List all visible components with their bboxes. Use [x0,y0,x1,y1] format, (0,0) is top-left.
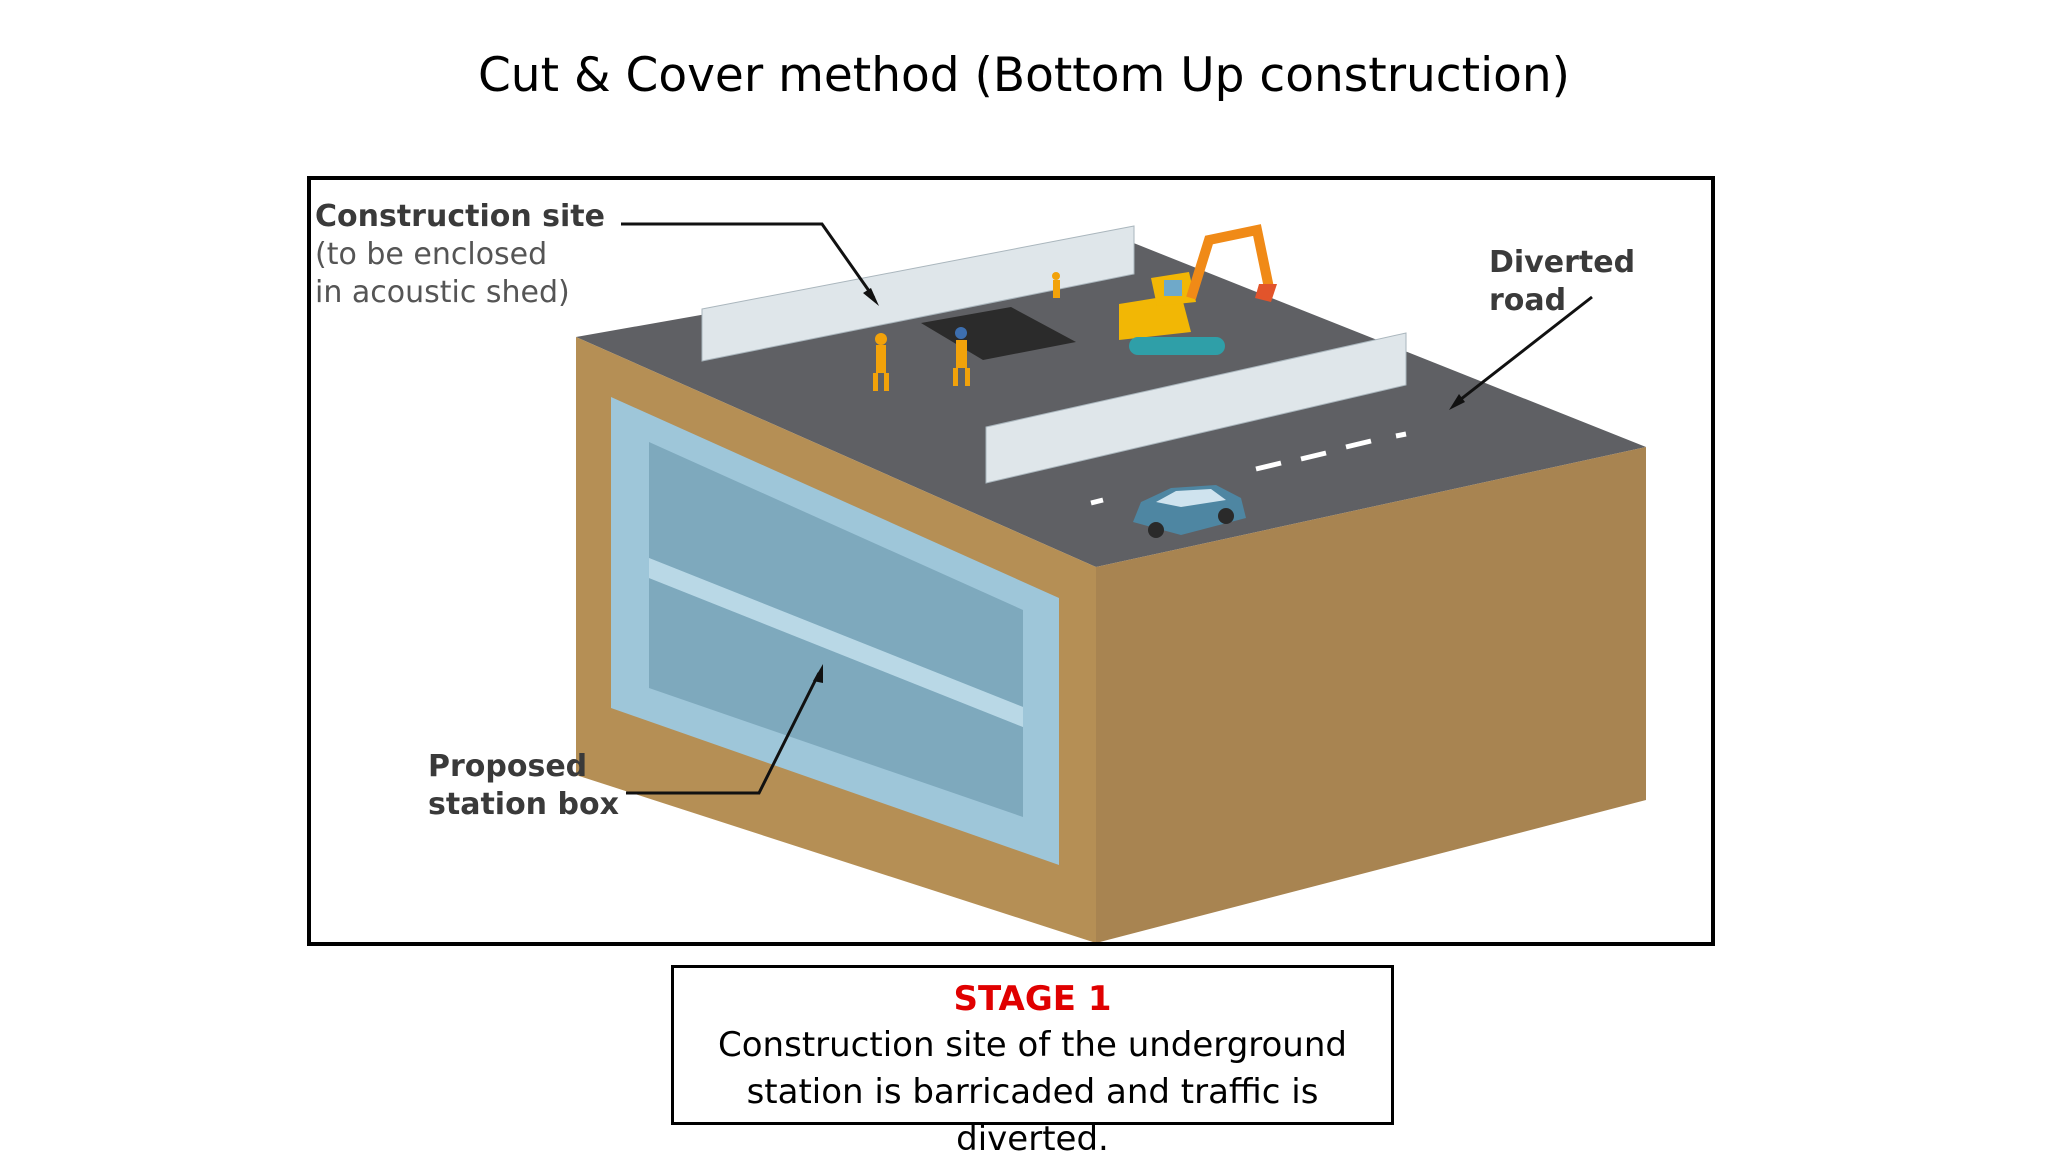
label-proposed-station-box: Proposed station box [428,748,619,824]
worker-1 [873,333,889,391]
slide-title: Cut & Cover method (Bottom Up constructi… [477,48,1571,103]
label-diverted-road-text: Diverted road [1489,245,1636,318]
label-construction-site-note-1: (to be enclosed [315,237,548,272]
station-box-slab [649,558,1023,727]
label-construction-site-note-2: in acoustic shed) [315,275,570,310]
caption-line-2: station is barricaded and traffic is div… [746,1072,1319,1159]
caption-line-1: Construction site of the underground [718,1025,1347,1065]
label-diverted-road: Diverted road [1489,244,1711,320]
excavation-pit [921,307,1076,360]
worker-3 [1052,272,1060,298]
station-box-upper-level [649,442,1023,707]
car [1133,485,1246,538]
label-construction-site-title: Construction site [315,199,605,234]
arrow-diverted-road [1455,295,1593,405]
label-proposed-line-1: Proposed [428,749,588,784]
label-construction-site: Construction site (to be enclosed in aco… [315,198,605,312]
stage-title: STAGE 1 [953,979,1112,1019]
lane-markings [1090,431,1407,506]
station-box-lower-level [649,578,1023,817]
barrier-back [701,225,1135,362]
label-proposed-line-2: station box [428,787,619,822]
arrow-station-box [626,672,821,795]
arrow-construction-site [621,222,876,299]
diagram-frame: Construction site (to be enclosed in aco… [307,176,1715,946]
leader-lines [621,222,1593,795]
cut-and-cover-illustration [576,222,1646,942]
excavator [1119,224,1277,355]
soil-face-right [1096,447,1646,942]
worker-2 [953,327,970,386]
barrier-front [985,332,1407,484]
stage-caption-box: STAGE 1 Construction site of the undergr… [671,965,1394,1159]
arrow-heads [813,288,1465,683]
